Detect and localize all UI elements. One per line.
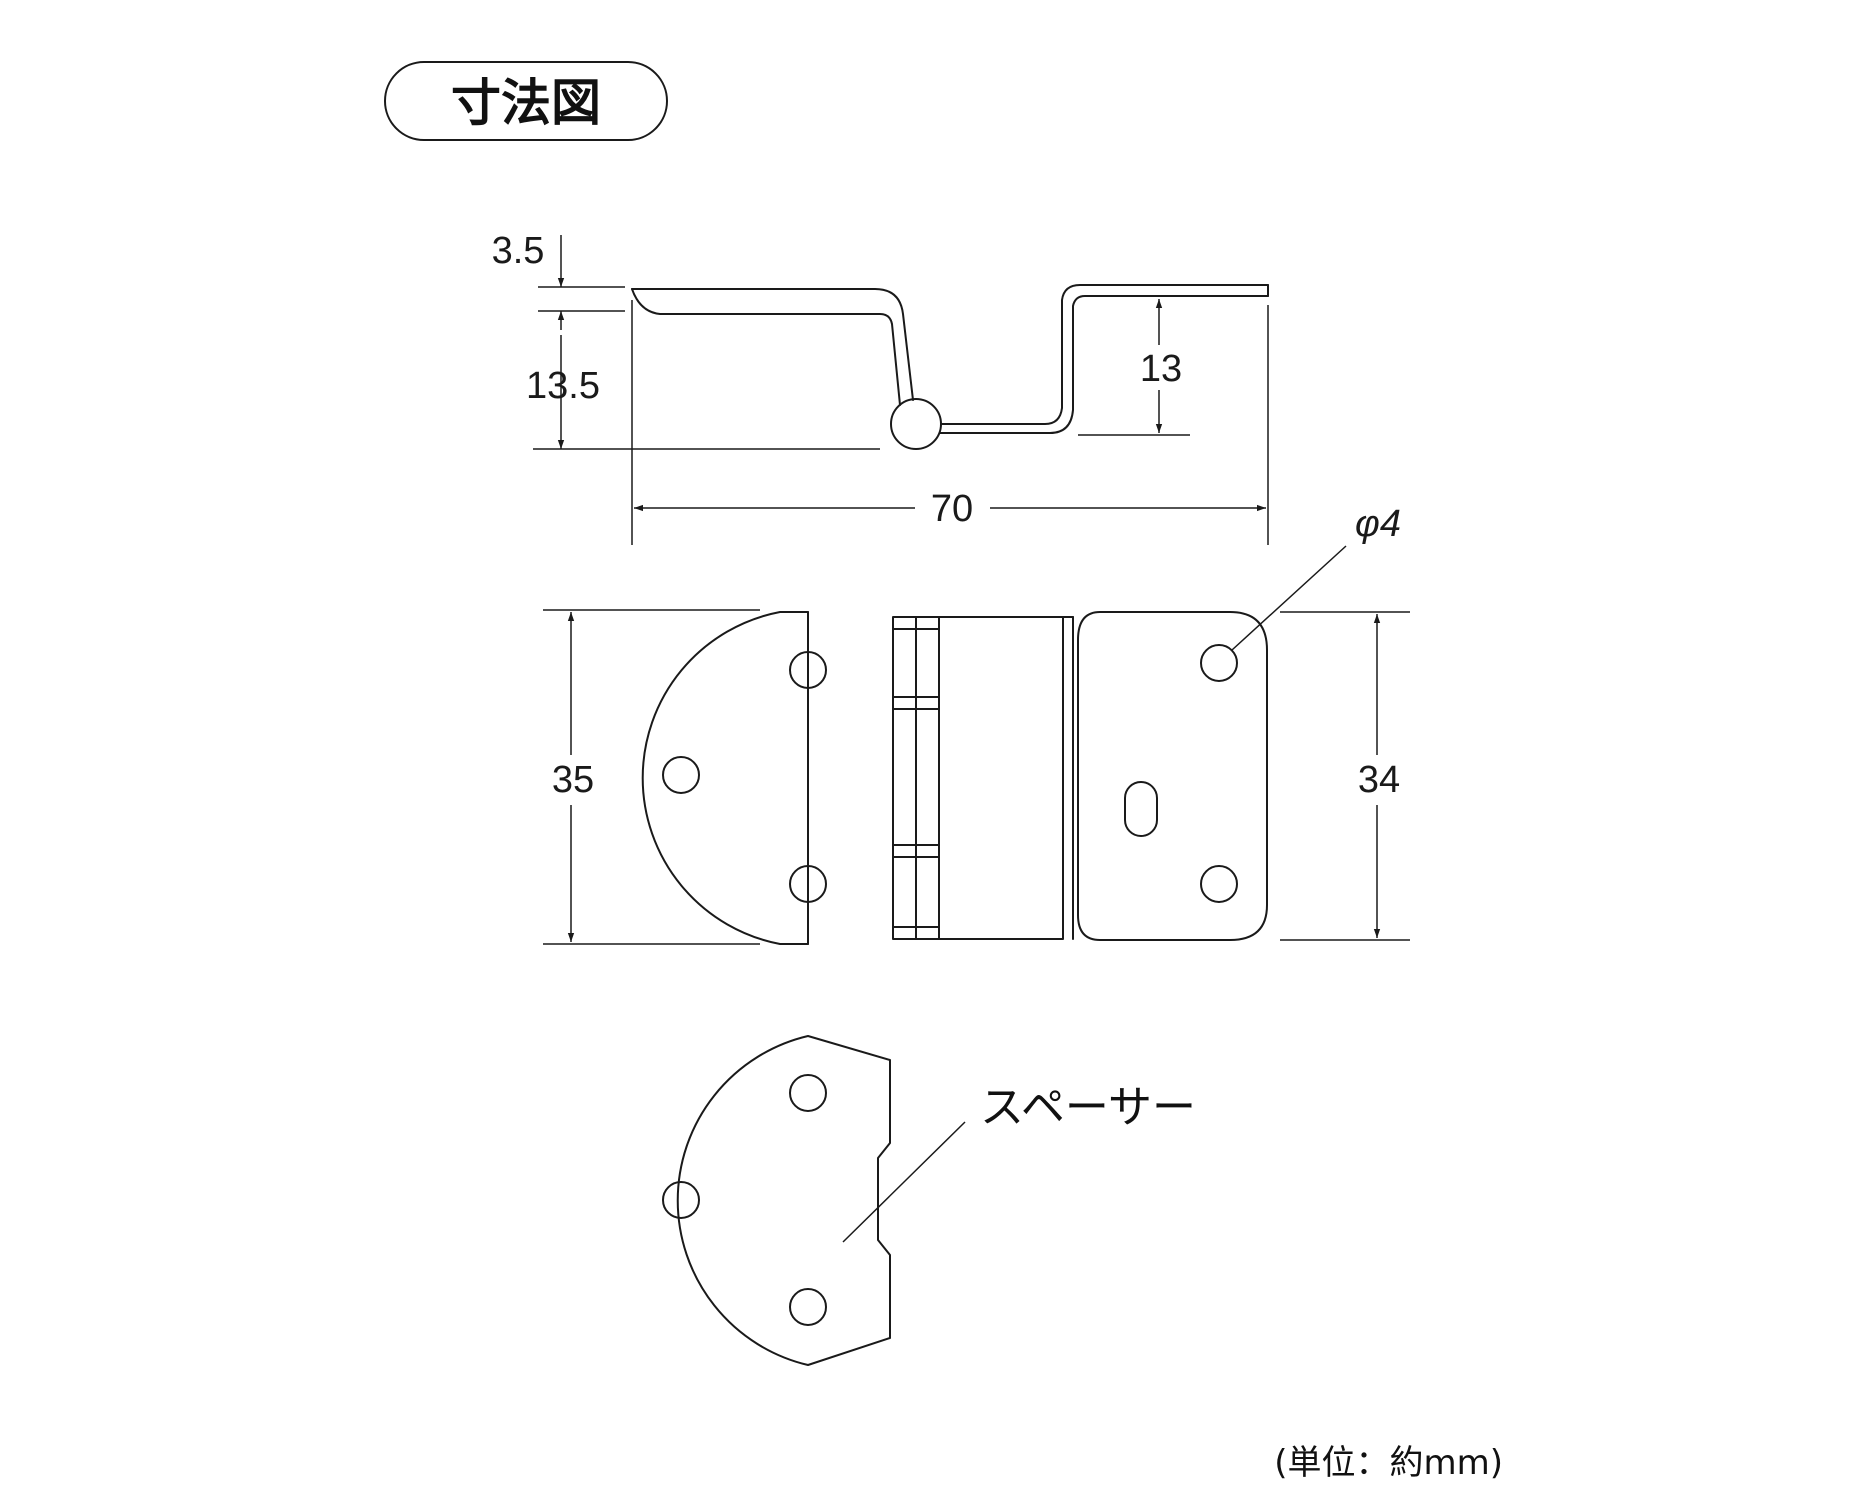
front-right-hole-bottom bbox=[1200, 865, 1238, 903]
front-left-round-leaf bbox=[641, 611, 809, 945]
dim-label-34: 34 bbox=[1358, 759, 1400, 801]
spacer-outline bbox=[676, 1035, 891, 1366]
front-right-hole-top bbox=[1200, 644, 1238, 682]
side-knuckle bbox=[890, 398, 942, 450]
spacer-leader bbox=[842, 1121, 966, 1243]
spacer-hole-top bbox=[789, 1074, 827, 1112]
dim-label-13: 13 bbox=[1140, 348, 1182, 390]
side-left-leaf bbox=[631, 288, 914, 401]
spacer-hole-bottom bbox=[789, 1288, 827, 1326]
title-badge: 寸法図 bbox=[384, 61, 668, 141]
front-left-hole-top bbox=[789, 651, 827, 689]
front-right-leaf bbox=[1077, 611, 1268, 941]
front-right-slot bbox=[1124, 781, 1158, 837]
spacer-hole-middle bbox=[662, 1181, 700, 1219]
dim-label-35: 35 bbox=[552, 759, 594, 801]
dim-label-3-5: 3.5 bbox=[492, 230, 545, 272]
side-view: 3.5 13.5 13 70 bbox=[492, 230, 1269, 545]
unit-note: (単位：約mm) bbox=[1274, 1443, 1503, 1483]
side-left-leaf-underside bbox=[631, 288, 901, 406]
dim-label-70: 70 bbox=[931, 488, 973, 530]
spacer-label: スペーサー bbox=[980, 1082, 1196, 1133]
front-view: 35 34 φ4 bbox=[543, 503, 1410, 945]
side-bottom-plate-inner bbox=[939, 295, 1269, 434]
front-left-hole-bottom bbox=[789, 865, 827, 903]
dim-label-hole-diameter: φ4 bbox=[1355, 503, 1401, 545]
spacer-view: スペーサー bbox=[662, 1035, 1196, 1366]
front-left-hole-middle bbox=[662, 756, 700, 794]
side-bottom-plate bbox=[940, 284, 1269, 425]
front-middle-plate bbox=[938, 616, 1064, 940]
page-title: 寸法図 bbox=[451, 74, 601, 132]
hole-diameter-leader bbox=[1231, 545, 1347, 651]
dim-label-13-5: 13.5 bbox=[526, 365, 600, 407]
